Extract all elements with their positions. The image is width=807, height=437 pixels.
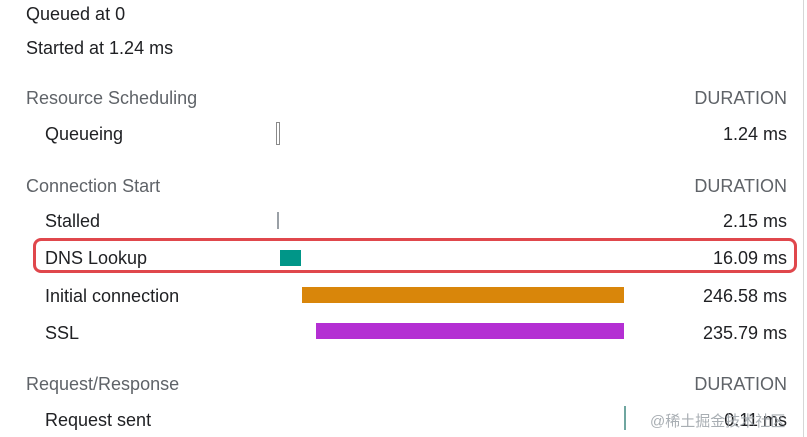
row-value-stalled: 2.15 ms bbox=[722, 211, 787, 231]
row-label-initial-connection: Initial connection bbox=[45, 286, 180, 306]
duration-header-resource-scheduling: DURATION bbox=[694, 88, 787, 108]
timing-bar-request-sent bbox=[624, 406, 626, 430]
row-label-queueing: Queueing bbox=[45, 124, 124, 144]
timing-bar-stalled bbox=[277, 212, 279, 229]
duration-header-request-response: DURATION bbox=[694, 374, 787, 394]
started-at-text: Started at 1.24 ms bbox=[26, 38, 174, 58]
row-label-ssl: SSL bbox=[45, 323, 80, 343]
row-label-dns-lookup: DNS Lookup bbox=[45, 248, 148, 268]
section-title-request-response: Request/Response bbox=[26, 374, 180, 394]
duration-header-connection-start: DURATION bbox=[694, 176, 787, 196]
timing-bar-queueing bbox=[276, 122, 280, 145]
panel-divider bbox=[803, 0, 804, 437]
timing-bar-initial-connection bbox=[302, 287, 624, 303]
section-title-resource-scheduling: Resource Scheduling bbox=[26, 88, 198, 108]
row-value-ssl: 235.79 ms bbox=[702, 323, 787, 343]
row-value-queueing: 1.24 ms bbox=[722, 124, 787, 144]
watermark-text: @稀土掘金技术社区 bbox=[650, 413, 786, 430]
row-label-request-sent: Request sent bbox=[45, 410, 152, 430]
timing-bar-dns-lookup bbox=[280, 250, 301, 266]
row-value-request-sent: 0.11 ms bbox=[724, 410, 787, 430]
queued-at-text: Queued at 0 bbox=[26, 4, 126, 24]
section-title-connection-start: Connection Start bbox=[26, 176, 161, 196]
row-label-stalled: Stalled bbox=[45, 211, 101, 231]
row-value-initial-connection: 246.58 ms bbox=[702, 286, 787, 306]
timing-bar-ssl bbox=[316, 323, 624, 339]
row-value-dns-lookup: 16.09 ms bbox=[712, 248, 787, 268]
dns-lookup-highlight-box bbox=[33, 238, 797, 273]
